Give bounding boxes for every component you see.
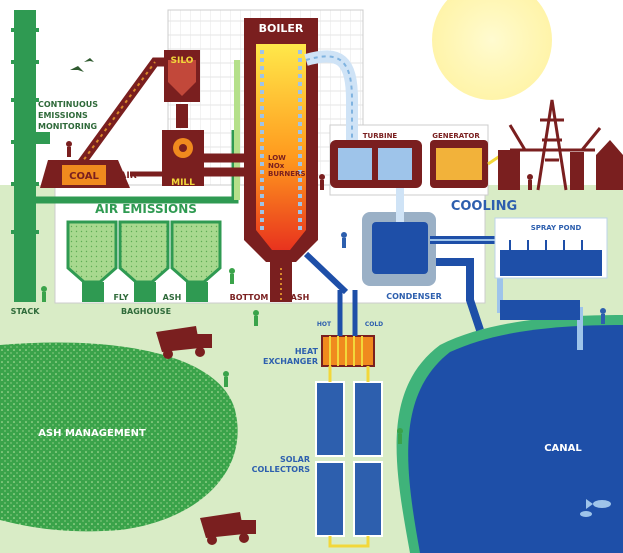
baghouse: [66, 220, 222, 302]
dump-truck-top: [156, 326, 212, 359]
label-cems-1: CONTINUOUS: [38, 100, 98, 109]
ash-management-field: [0, 342, 238, 532]
label-air: AIR: [119, 171, 136, 181]
label-stack: STACK: [11, 307, 41, 316]
label-canal: CANAL: [544, 443, 582, 454]
label-ash-2: ASH: [291, 293, 310, 302]
label-mill: MILL: [171, 178, 195, 188]
label-turbine: TURBINE: [363, 132, 398, 140]
coal-conveyor: [76, 57, 172, 168]
person-icons: [41, 268, 403, 444]
label-spray-pond: SPRAY POND: [531, 224, 582, 232]
fish-icon: [580, 511, 592, 517]
solar-collectors: [315, 366, 383, 548]
transmission-tower: [508, 99, 602, 191]
label-fly: FLY: [113, 293, 128, 302]
label-cems-3: MONITORING: [38, 122, 97, 131]
fish-icon: [593, 500, 611, 508]
label-solar-collectors-2: COLLECTORS: [252, 465, 311, 474]
label-silo: SILO: [171, 56, 194, 66]
label-ash-1: ASH: [163, 293, 182, 302]
label-heat-exchanger-1: HEAT: [295, 347, 319, 356]
label-ash-management: ASH MANAGEMENT: [38, 428, 146, 439]
label-air-emissions: AIR EMISSIONS: [95, 202, 197, 216]
boiler-fire: [256, 44, 306, 250]
label-low-nox-1: LOW: [268, 154, 286, 162]
sun: [432, 0, 552, 100]
label-bottom: BOTTOM: [230, 293, 269, 302]
label-hot: HOT: [317, 321, 332, 328]
label-solar-collectors-1: SOLAR: [280, 455, 310, 464]
label-coal: COAL: [69, 171, 99, 182]
label-cold: COLD: [365, 321, 383, 328]
label-low-nox-3: BURNERS: [268, 170, 305, 178]
label-baghouse: BAGHOUSE: [121, 307, 171, 316]
dump-truck-bottom: [200, 512, 256, 545]
canal-water: [408, 325, 623, 553]
house: [596, 140, 623, 190]
label-heat-exchanger-2: EXCHANGER: [263, 357, 318, 366]
person-icon: [319, 174, 325, 180]
label-cooling: COOLING: [451, 199, 517, 214]
bird-icon: [70, 58, 94, 72]
label-condenser: CONDENSER: [386, 292, 442, 301]
label-generator: GENERATOR: [432, 132, 480, 140]
stack: [14, 10, 36, 302]
person-icon: [341, 232, 347, 238]
label-cems-2: EMISSIONS: [38, 111, 88, 120]
label-boiler: BOILER: [259, 22, 304, 35]
label-low-nox-2: NOx: [268, 162, 285, 170]
